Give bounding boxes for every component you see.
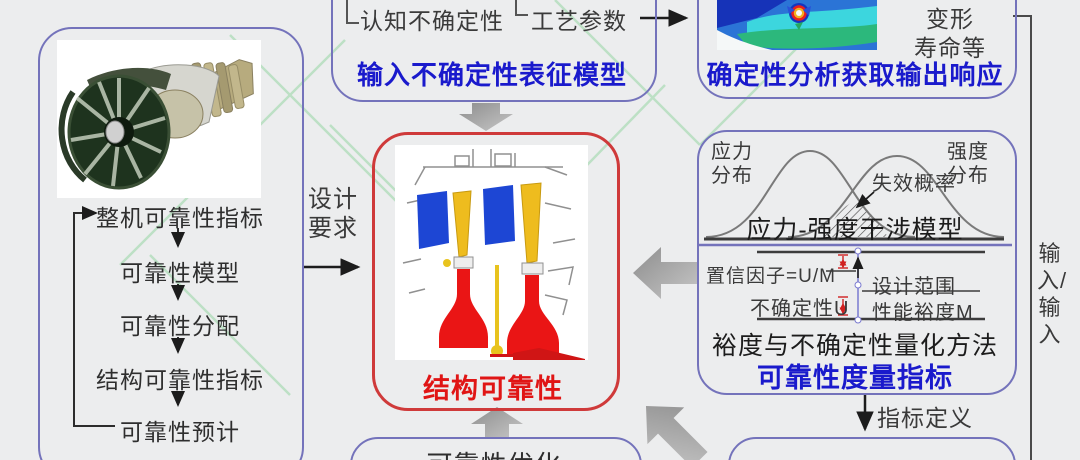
engine-photo [57,40,261,198]
structural-reliability-title: 结构可靠性 [423,374,563,404]
flow-item-overall-index: 整机可靠性指标 [96,205,264,231]
fea-contour-illustration [717,0,877,50]
confidence-factor-label: 置信因子=U/M [706,266,836,287]
reliability-loop-line [73,206,115,427]
io-feedback-line [1013,15,1032,460]
deterministic-analysis-title: 确定性分析获取输出响应 [706,60,1004,90]
turbine-cross-section-illustration [395,145,588,360]
turbofan-engine-illustration [57,40,261,198]
process-params-label: 工艺参数 [531,8,627,34]
performance-margin-label: 性能裕度M [872,302,974,324]
block-arrow-diagonal [646,406,708,460]
design-range-label: 设计范围 [872,276,956,298]
epistemic-uncertainty-label: 认知不确定性 [360,8,504,34]
reliability-metrics-box [697,130,1017,395]
bottom-right-box [728,437,1016,460]
failure-prob-arrow [855,191,875,209]
strength-dist-label: 强度分布 [947,141,989,187]
failure-prob-label: 失效概率 [872,173,956,195]
block-arrow-up [471,407,523,438]
flow-item-reliability-model: 可靠性模型 [120,260,240,286]
metric-definition-label: 指标定义 [877,405,973,431]
input-uncertainty-box [331,0,657,102]
failure-region [822,202,888,237]
flow-item-structural-index: 结构可靠性指标 [96,367,264,393]
fea-plot [717,0,877,50]
structural-reliability-box [372,132,620,411]
uncertainty-label: 不确定性U [750,298,850,320]
io-label: 输入/输入 [1037,241,1068,347]
metrics-diagrams [698,149,1012,324]
flow-item-reliability-allocation: 可靠性分配 [120,313,240,339]
turbine-section-image [395,145,588,360]
engine-reliability-box [38,27,304,460]
rotor-glyph [787,3,811,30]
flow-item-reliability-prediction: 可靠性预计 [120,419,240,445]
strength-curve [787,154,1005,238]
block-arrow-down [459,103,513,131]
response-deformation: 变形 [926,6,974,32]
block-arrow-left [633,247,697,299]
red-extent-arrows [838,254,848,316]
input-uncertainty-title: 输入不确定性表征模型 [356,60,627,90]
margin-method-title: 裕度与不确定性量化方法 [711,332,998,360]
reliability-metrics-title: 可靠性度量指标 [757,363,953,393]
tree-brackets [346,0,528,24]
reliability-optimization-title: 可靠性优化 [355,445,633,460]
stress-dist-label: 应力分布 [711,141,753,187]
stress-curve [705,149,916,238]
design-requirement-label: 设计要求 [308,186,358,242]
response-life: 寿命等 [914,35,986,61]
interference-model-title: 应力-强度干涉模型 [746,216,964,244]
block-arrows [459,103,708,460]
deterministic-analysis-box [697,0,1017,99]
